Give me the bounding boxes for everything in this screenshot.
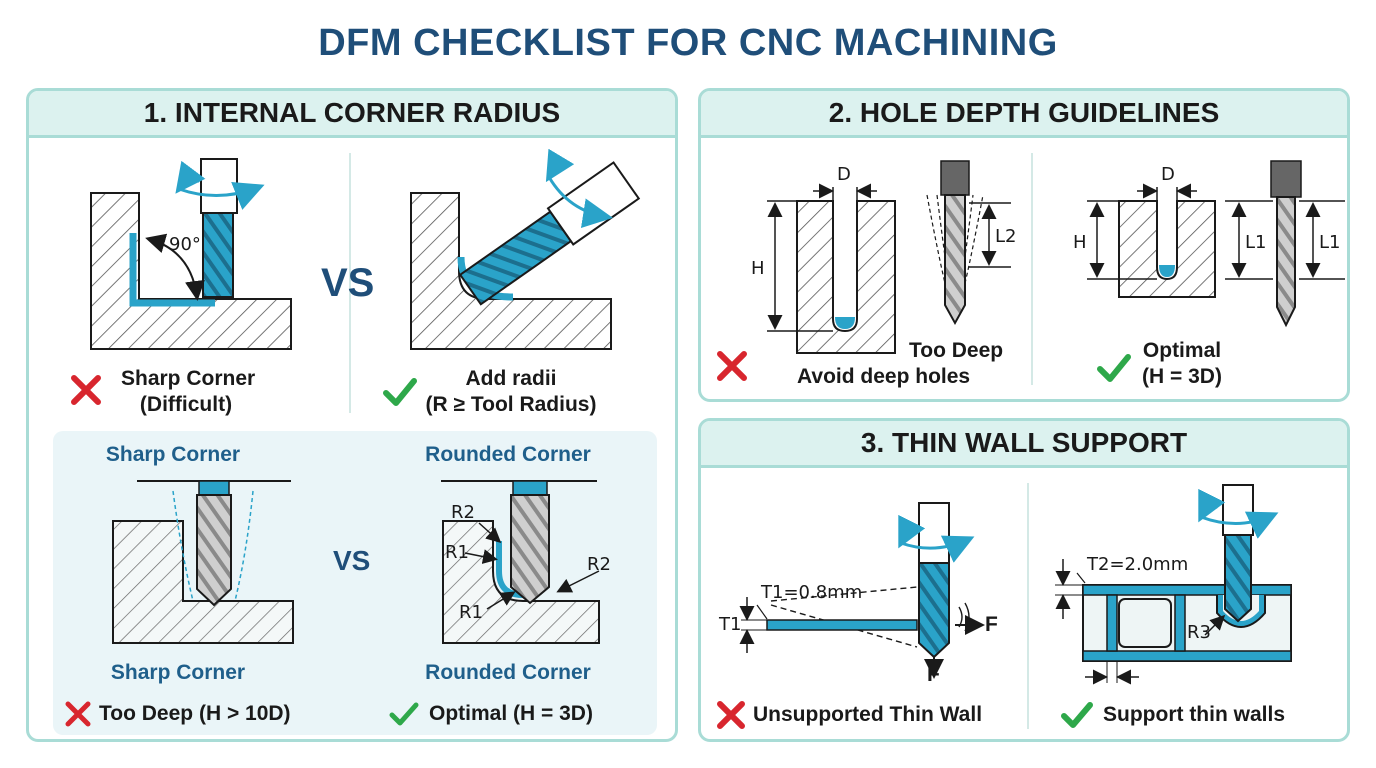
good-label-line2: (R ≥ Tool Radius) — [425, 393, 597, 416]
sub-rounded-diagram — [441, 480, 600, 644]
sharp-corner-diagram — [90, 158, 292, 350]
r1-label-b: R1 — [459, 602, 483, 623]
bad-label-line2: (Difficult) — [139, 393, 233, 416]
x-icon — [71, 375, 101, 405]
optimal-label-line1: Optimal — [1142, 339, 1222, 362]
panel-heading: 1. INTERNAL CORNER RADIUS — [29, 91, 675, 138]
t1-value-label: T1=0.8mm — [761, 582, 863, 603]
check-icon — [383, 378, 417, 406]
avoid-deep-holes-label: Avoid deep holes — [797, 365, 971, 388]
support-walls-label: Support thin walls — [1103, 703, 1285, 726]
vs-label: VS — [321, 261, 375, 305]
sub-good-label: Optimal (H = 3D) — [429, 702, 593, 725]
panel-heading: 3. THIN WALL SUPPORT — [701, 421, 1347, 468]
panel-hole-depth: 2. HOLE DEPTH GUIDELINES D H L2 Too Deep… — [698, 88, 1350, 402]
bad-label-line1: Sharp Corner — [121, 367, 256, 390]
h-label-left: H — [751, 258, 765, 279]
too-deep-label: Too Deep — [909, 339, 1004, 362]
sub-bad-label: Too Deep (H > 10D) — [99, 702, 291, 725]
sub-sharp-diagram — [112, 480, 294, 644]
sub-left-bottom-label: Sharp Corner — [110, 661, 246, 684]
panel-internal-corner-radius: 1. INTERNAL CORNER RADIUS 90° VS Sharp C… — [26, 88, 678, 742]
divider — [349, 153, 351, 413]
r2-label-b: R2 — [587, 554, 611, 575]
d-label-right: D — [1161, 164, 1175, 185]
force-label-1: F — [985, 613, 998, 636]
angle-label: 90° — [169, 234, 201, 255]
deep-hole-diagram — [767, 160, 1011, 354]
h-label-right: H — [1073, 232, 1087, 253]
good-label-line1: Add radii — [465, 367, 557, 390]
sub-vs-label: VS — [333, 545, 371, 576]
l1-label-a: L1 — [1245, 232, 1267, 253]
l1-label-b: L1 — [1319, 232, 1341, 253]
unsupported-wall-diagram — [739, 502, 985, 679]
r1-label-a: R1 — [445, 542, 469, 563]
optimal-hole-diagram — [1087, 160, 1345, 328]
sub-left-top-label: Sharp Corner — [105, 443, 241, 466]
supported-wall-diagram — [1055, 484, 1292, 685]
sub-right-bottom-label: Rounded Corner — [425, 661, 591, 684]
panel-heading: 2. HOLE DEPTH GUIDELINES — [701, 91, 1347, 138]
optimal-label-line2: (H = 3D) — [1142, 365, 1222, 388]
rounded-corner-diagram — [410, 148, 641, 350]
t1-label: T1 — [719, 614, 742, 635]
r2-label-a: R2 — [451, 502, 475, 523]
t2-value-label: T2=2.0mm — [1087, 554, 1189, 575]
x-icon — [717, 701, 745, 729]
l2-label: L2 — [995, 226, 1017, 247]
d-label-left: D — [837, 164, 851, 185]
divider — [1027, 483, 1029, 729]
force-label-2: F — [927, 663, 940, 686]
check-icon — [1097, 354, 1131, 382]
r3-label: R3 — [1187, 622, 1211, 643]
panel-thin-wall-support: 3. THIN WALL SUPPORT T1=0.8mm T1 F F Uns… — [698, 418, 1350, 742]
check-icon — [389, 702, 419, 726]
check-icon — [1061, 702, 1093, 728]
x-icon — [717, 351, 747, 381]
divider — [1031, 153, 1033, 385]
unsupported-wall-label: Unsupported Thin Wall — [753, 703, 983, 726]
depth-comparison-box: Sharp Corner Rounded Corner VS R2 R1 R2 … — [53, 431, 657, 735]
x-icon — [65, 701, 91, 727]
page-title: DFM CHECKLIST FOR CNC MACHINING — [318, 22, 1058, 64]
sub-right-top-label: Rounded Corner — [425, 443, 591, 466]
